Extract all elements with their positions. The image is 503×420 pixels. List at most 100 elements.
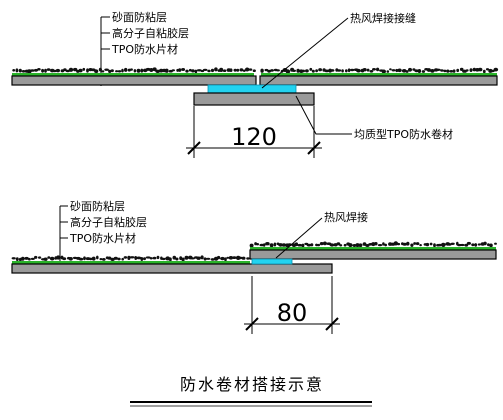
- sand-grain: [107, 256, 112, 260]
- sand-grain: [366, 68, 370, 72]
- sand-grain: [190, 257, 195, 260]
- sand-grain: [161, 257, 166, 261]
- sand-grain: [305, 69, 309, 73]
- sand-grain: [294, 242, 299, 247]
- sand-grain: [260, 68, 264, 73]
- sand-grain: [299, 69, 304, 73]
- sand-grain: [426, 68, 431, 72]
- sand-grain: [127, 255, 131, 260]
- sand-grain: [459, 243, 465, 247]
- sand-grain: [265, 242, 270, 246]
- sand-grain: [184, 255, 189, 260]
- sand-grain: [483, 241, 487, 246]
- sand-grain: [281, 243, 287, 247]
- sand-grain: [252, 69, 256, 72]
- sand-grain: [121, 68, 124, 73]
- sand-grain: [18, 68, 22, 73]
- sand-grain: [78, 257, 84, 261]
- sand-grain: [447, 243, 452, 246]
- bottom-detail: 砂面防粘层 高分子自粘胶层 TPO防水片材 热风焊接 80: [11, 199, 497, 334]
- sand-grain: [152, 256, 157, 260]
- sand-grain: [328, 68, 332, 73]
- top-layer-label-tpo: TPO防水片材: [111, 42, 178, 56]
- sand-grain: [82, 67, 86, 71]
- sand-grain: [55, 68, 61, 73]
- sand-grain: [269, 243, 274, 248]
- bottom-dim-tick-right: [325, 317, 339, 331]
- sand-grain: [239, 68, 244, 72]
- sand-grain: [113, 256, 118, 260]
- sand-grain: [28, 257, 31, 261]
- top-weld-label: 热风焊接接缝: [350, 11, 416, 25]
- sand-grain: [464, 243, 469, 247]
- sand-grain: [402, 242, 408, 246]
- sand-grain: [389, 68, 392, 71]
- sand-grain: [210, 258, 215, 261]
- sand-grain: [246, 257, 250, 260]
- sand-grain: [83, 256, 86, 261]
- sand-grain: [449, 70, 454, 73]
- sand-grain: [309, 67, 313, 71]
- bottom-weld-leader: [275, 217, 323, 259]
- sand-grain: [339, 244, 343, 247]
- sand-grain: [134, 256, 138, 260]
- sand-grain: [171, 69, 175, 72]
- sand-grain: [98, 67, 102, 72]
- sand-grain: [115, 70, 119, 73]
- sand-grain: [381, 69, 386, 74]
- bottom-lower-tpo-sheet: [11, 263, 333, 274]
- sand-grain: [414, 69, 419, 73]
- bottom-dimension-value: 80: [277, 299, 308, 327]
- sand-grain: [15, 68, 19, 73]
- sand-grain: [462, 69, 467, 73]
- sand-grain: [478, 67, 483, 72]
- sand-grain: [30, 257, 35, 260]
- sand-grain: [443, 69, 447, 73]
- sand-grain: [123, 256, 128, 259]
- sand-grain: [24, 256, 29, 260]
- sand-grain: [413, 242, 417, 245]
- sand-grain: [21, 256, 25, 261]
- sand-grain: [310, 243, 314, 247]
- sand-grain: [73, 67, 78, 72]
- sand-grain: [53, 69, 57, 73]
- sand-grain: [489, 243, 493, 248]
- top-weld-leader: [261, 17, 349, 89]
- sand-grain: [347, 68, 351, 73]
- sand-grain: [203, 257, 207, 261]
- top-layer-label-adhesive: 高分子自粘胶层: [112, 26, 189, 40]
- sand-grain: [21, 70, 26, 73]
- sand-grain: [232, 256, 237, 259]
- sand-grain: [242, 69, 246, 72]
- sand-grain: [68, 67, 74, 72]
- sand-grain: [382, 242, 385, 246]
- sand-grain: [401, 69, 407, 73]
- sand-grain: [88, 257, 93, 261]
- sand-grain: [318, 68, 322, 72]
- sand-grain: [196, 256, 201, 260]
- sand-grain: [226, 256, 230, 259]
- top-strip-leader: [295, 95, 352, 135]
- sand-grain: [130, 68, 133, 71]
- sand-grain: [405, 70, 409, 73]
- sand-grain: [270, 69, 274, 72]
- sand-grain: [99, 258, 103, 261]
- sand-grain: [410, 243, 414, 247]
- sand-grain: [47, 256, 51, 259]
- top-left-tpo-sheet: [11, 75, 257, 86]
- sand-grain: [175, 257, 179, 261]
- sand-grain: [12, 69, 16, 72]
- sand-grain: [391, 69, 396, 72]
- sand-grain: [200, 255, 204, 260]
- sand-grain: [421, 70, 426, 73]
- sand-grain: [124, 67, 128, 72]
- sand-grain: [419, 244, 422, 247]
- sand-grain: [301, 243, 305, 248]
- sand-grain: [41, 68, 45, 73]
- sand-grain: [435, 68, 441, 72]
- sand-grain: [487, 243, 490, 247]
- sand-grain: [196, 69, 202, 72]
- sand-grain: [43, 257, 48, 261]
- top-detail: 砂面防粘层 高分子自粘胶层 TPO防水片材 热风焊接接缝 均质型TPO防水卷材 …: [11, 10, 499, 158]
